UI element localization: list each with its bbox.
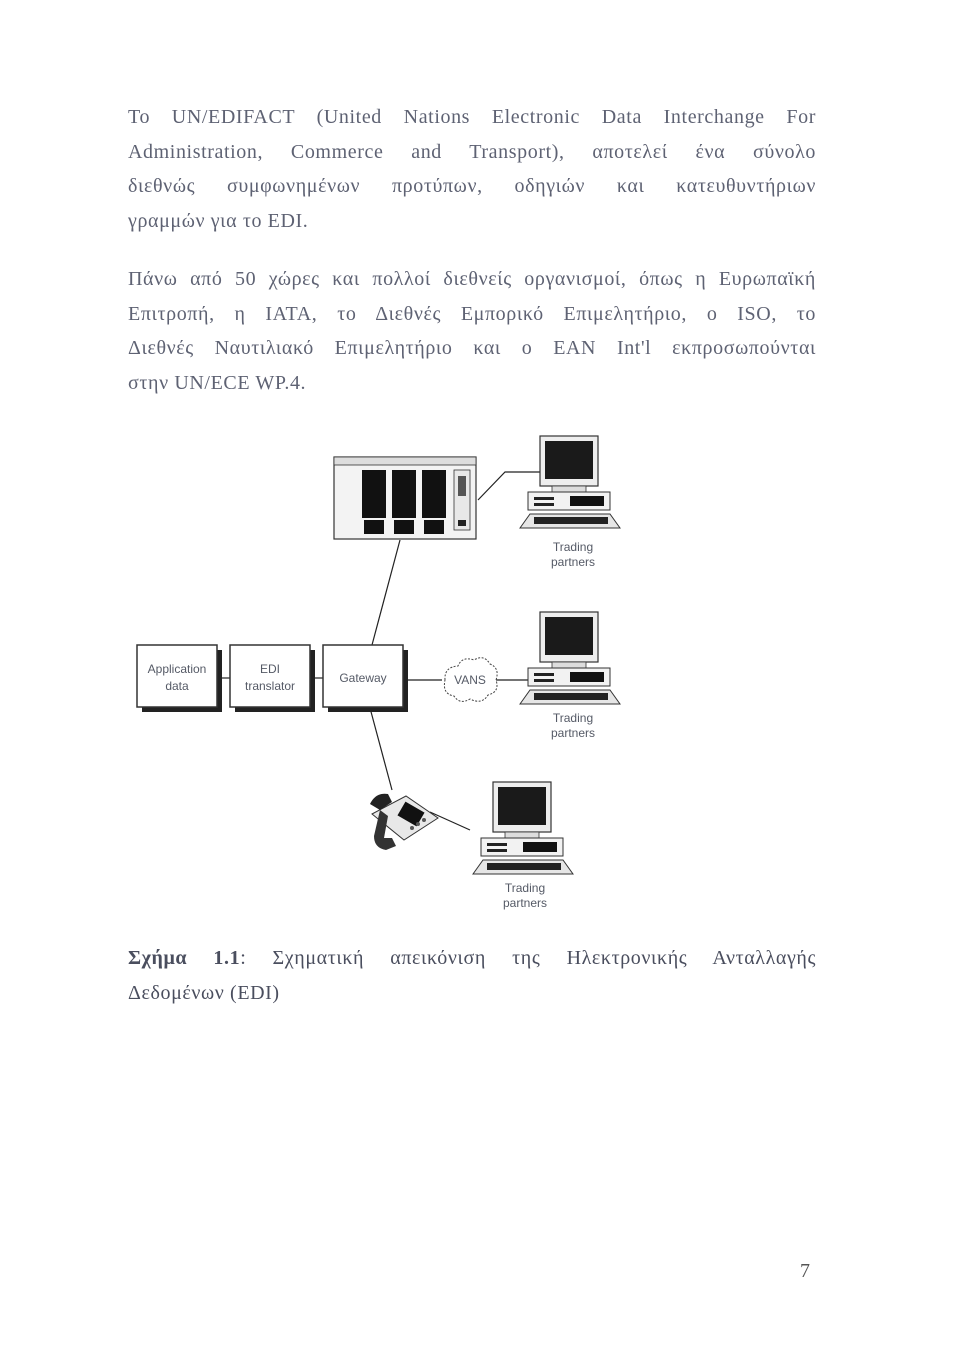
wire-mainframe-gateway <box>372 540 400 645</box>
application-data-box: Application data <box>137 645 222 712</box>
page-number: 7 <box>800 1260 810 1283</box>
svg-text:data: data <box>165 679 189 693</box>
mainframe-icon <box>334 457 476 539</box>
trading-partners-label-3: Trading <box>505 881 545 895</box>
trading-partners-label-1b: partners <box>551 555 595 569</box>
trading-partners-label-3b: partners <box>503 896 547 910</box>
caption-text: : Σχηματική απεικόνιση της Ηλεκτρονικής … <box>240 947 816 969</box>
wire-gateway-phone <box>370 708 392 790</box>
telephone-icon <box>370 794 438 850</box>
edi-translator-box: EDI translator <box>230 645 315 712</box>
gateway-box: Gateway <box>323 645 408 712</box>
caption-text-line2: Δεδομένων (EDI) <box>128 976 816 1011</box>
figure-caption: Σχήμα 1.1: Σχηματική απεικόνιση της Ηλεκ… <box>128 941 816 1010</box>
svg-text:EDI: EDI <box>260 662 280 676</box>
desktop-computer-icon <box>520 612 620 704</box>
trading-partners-label-2: Trading <box>553 711 593 725</box>
svg-text:VANS: VANS <box>454 673 486 687</box>
wire-phone-terminal <box>430 812 470 830</box>
svg-text:Gateway: Gateway <box>339 671 386 685</box>
desktop-computer-icon <box>473 782 573 874</box>
svg-text:translator: translator <box>245 679 295 693</box>
caption-label: Σχήμα 1.1 <box>128 947 240 969</box>
trading-partners-label-1: Trading <box>553 540 593 554</box>
vans-cloud: VANS <box>444 658 497 702</box>
desktop-computer-icon <box>520 436 620 528</box>
svg-text:Application: Application <box>148 662 207 676</box>
trading-partners-label-2b: partners <box>551 726 595 740</box>
